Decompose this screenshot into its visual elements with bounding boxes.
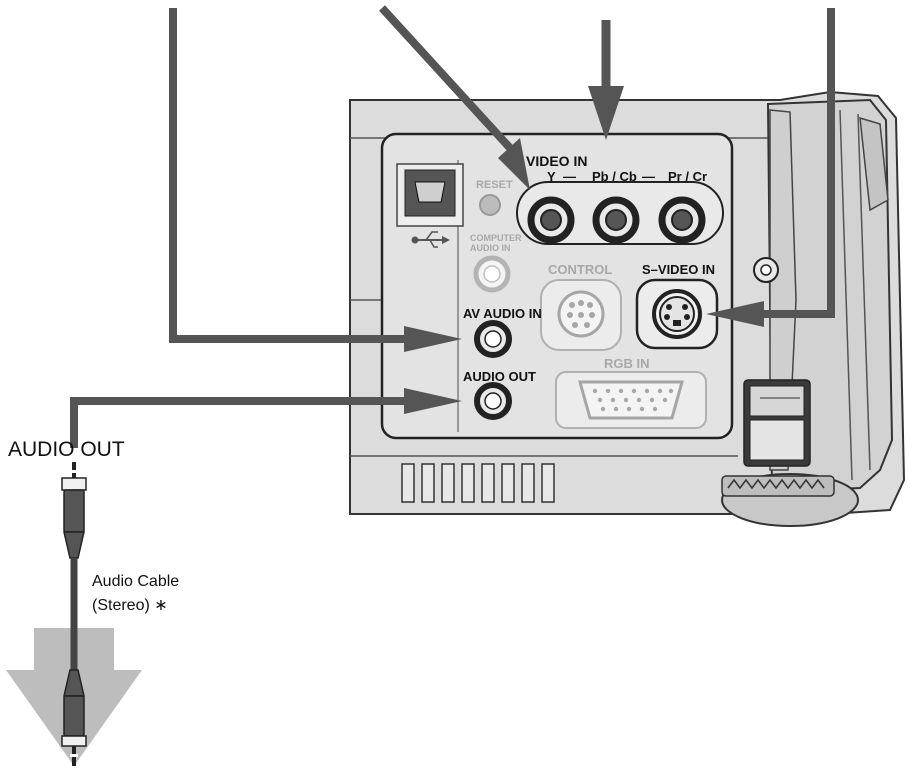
y-label: Y [547, 169, 556, 184]
computer-audio-in-label-1: COMPUTER [470, 233, 522, 243]
video-in-label: VIDEO IN [526, 153, 587, 169]
arrow-av-audio-in-head [404, 326, 462, 352]
y-jack[interactable] [527, 196, 575, 244]
arrow-audio-out-line [70, 397, 408, 448]
s-video-in-label: S–VIDEO IN [642, 262, 715, 277]
arrow-s-video-head [706, 301, 764, 327]
arrow-y-line [379, 5, 513, 151]
av-audio-in-label: AV AUDIO IN [463, 306, 542, 321]
dash-1: — [563, 169, 576, 184]
s-video-port[interactable]: S–VIDEO IN [635, 262, 719, 350]
adjustable-foot [721, 379, 859, 527]
rgb-in-label: RGB IN [604, 356, 650, 371]
audio-cable-label-2: (Stereo) ∗ [92, 597, 168, 614]
audio-out-panel-label: AUDIO OUT [463, 369, 536, 384]
vent-slots [401, 463, 555, 503]
pr-cr-jack[interactable] [658, 196, 706, 244]
pb-cb-jack[interactable] [592, 196, 640, 244]
reset-button[interactable] [479, 194, 501, 216]
pb-cb-label: Pb / Cb [592, 169, 637, 184]
control-label: CONTROL [548, 262, 612, 277]
video-in-group: VIDEO IN Y — Pb / Cb — Pr / Cr [516, 153, 724, 245]
reset-label: RESET [476, 179, 513, 191]
computer-audio-in-label-2: AUDIO IN [470, 243, 511, 253]
usb-port[interactable] [396, 163, 464, 227]
terminal-panel: RESET COMPUTER AUDIO IN VIDEO IN Y — Pb … [380, 132, 779, 440]
rgb-in-port[interactable]: RGB IN [555, 356, 707, 429]
arrow-pb-head [588, 86, 624, 140]
computer-audio-in-jack[interactable] [473, 255, 511, 293]
connection-arrows [70, 5, 835, 448]
stereo-mini-plug-icon [61, 462, 87, 766]
usb-icon [411, 231, 450, 248]
panel-screw [753, 257, 779, 283]
audio-out-jack[interactable] [474, 382, 512, 420]
arrow-y-head [498, 138, 530, 190]
pr-cr-label: Pr / Cr [668, 169, 707, 184]
control-port[interactable]: CONTROL [540, 262, 622, 351]
dash-2: — [642, 169, 655, 184]
av-audio-in-jack[interactable] [474, 320, 512, 358]
arrow-s-video-line [760, 8, 835, 318]
arrow-audio-out-head [404, 388, 462, 414]
arrow-av-audio-in-line [169, 8, 408, 343]
audio-cable-label-1: Audio Cable [92, 573, 179, 590]
audio-out-external-label: AUDIO OUT [8, 438, 125, 461]
